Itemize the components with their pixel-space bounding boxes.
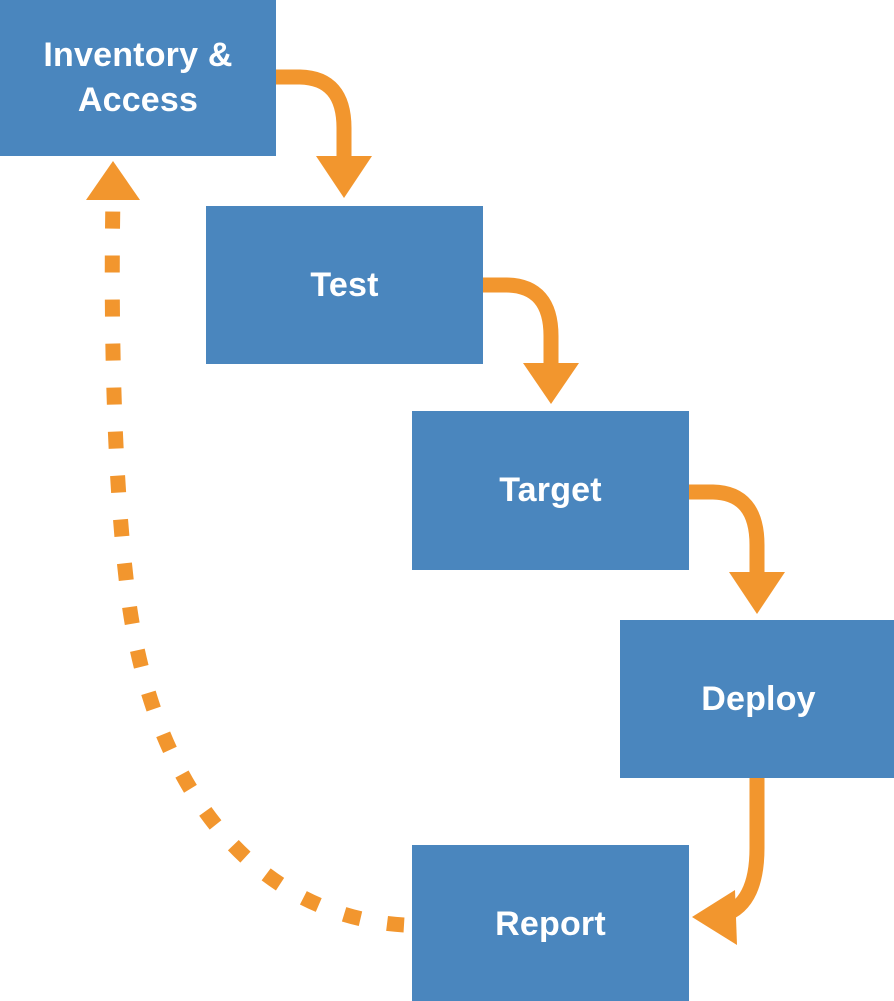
process-node-test[interactable]: Test [206,206,483,364]
connector-inventory-to-test [276,69,372,198]
process-node-report[interactable]: Report [412,845,689,1001]
connector-report-to-inventory-feedback [86,161,405,933]
process-node-target[interactable]: Target [412,411,689,570]
process-node-label: Deploy [701,679,816,718]
process-node-deploy[interactable]: Deploy [620,620,894,778]
connector-target-to-deploy [689,484,785,614]
connector-deploy-to-report [692,778,765,945]
process-node-label: Report [495,904,606,943]
process-node-label: Target [499,471,602,510]
process-node-label: Test [310,265,379,304]
process-node-inventory-access[interactable]: Inventory & Access [0,0,276,156]
process-node-label: Inventory & Access [43,36,233,119]
connector-test-to-target [483,277,579,404]
